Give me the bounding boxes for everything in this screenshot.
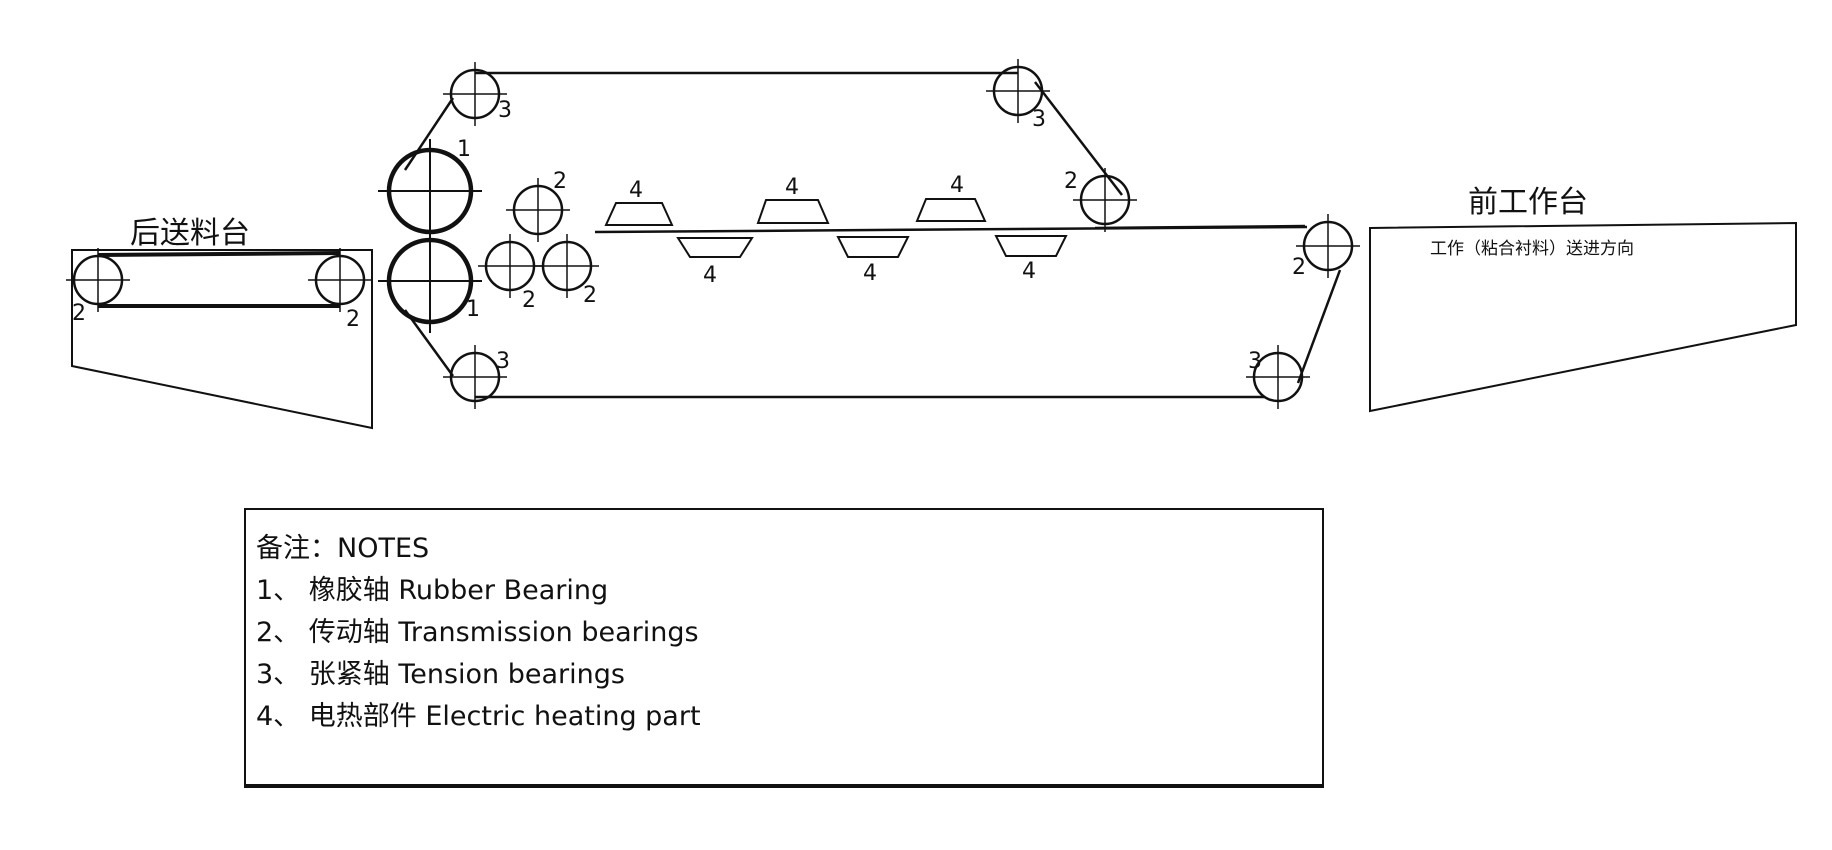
label-4: 4 xyxy=(703,263,717,288)
transmission-roller xyxy=(1071,166,1139,234)
rear-feed-table-label: 后送料台 xyxy=(130,216,250,251)
heating-part xyxy=(915,198,987,222)
front-work-table-label: 前工作台 xyxy=(1468,185,1588,220)
note-item: 2、 传动轴 Transmission bearings xyxy=(256,617,699,648)
heating-part xyxy=(756,199,830,224)
label-1: 1 xyxy=(457,137,471,162)
label-4: 4 xyxy=(1022,259,1036,284)
feed-direction-label: 工作（粘合衬料）送进方向 xyxy=(1430,239,1634,259)
label-2: 2 xyxy=(553,169,567,194)
label-4: 4 xyxy=(863,261,877,286)
notes-title: 备注：NOTES xyxy=(256,533,430,564)
label-4: 4 xyxy=(950,173,964,198)
heating-part xyxy=(836,236,910,258)
note-item: 4、 电热部件 Electric heating part xyxy=(256,701,701,732)
label-4: 4 xyxy=(785,175,799,200)
label-3: 3 xyxy=(496,349,510,374)
label-2: 2 xyxy=(522,288,536,313)
label-2: 2 xyxy=(346,307,360,332)
heating-part xyxy=(676,237,754,258)
note-item: 3、 张紧轴 Tension bearings xyxy=(256,659,625,690)
label-2: 2 xyxy=(1292,255,1306,280)
heating-part xyxy=(604,202,674,226)
label-2: 2 xyxy=(583,283,597,308)
label-3: 3 xyxy=(1248,349,1262,374)
label-2: 2 xyxy=(1064,169,1078,194)
transmission-roller xyxy=(306,246,374,314)
label-4: 4 xyxy=(629,178,643,203)
rear-feed-table: 后送料台 2 2 xyxy=(64,216,374,430)
front-work-table: 前工作台 工作（粘合衬料）送进方向 xyxy=(1369,185,1797,413)
heating-part xyxy=(994,235,1068,257)
label-1: 1 xyxy=(466,297,480,322)
label-3: 3 xyxy=(1032,107,1046,132)
note-item: 1、 橡胶轴 Rubber Bearing xyxy=(256,575,609,606)
label-2: 2 xyxy=(72,301,86,326)
notes-box: 备注：NOTES 1、 橡胶轴 Rubber Bearing 2、 传动轴 Tr… xyxy=(244,508,1324,788)
label-3: 3 xyxy=(498,98,512,123)
belt-loop xyxy=(403,71,1342,399)
